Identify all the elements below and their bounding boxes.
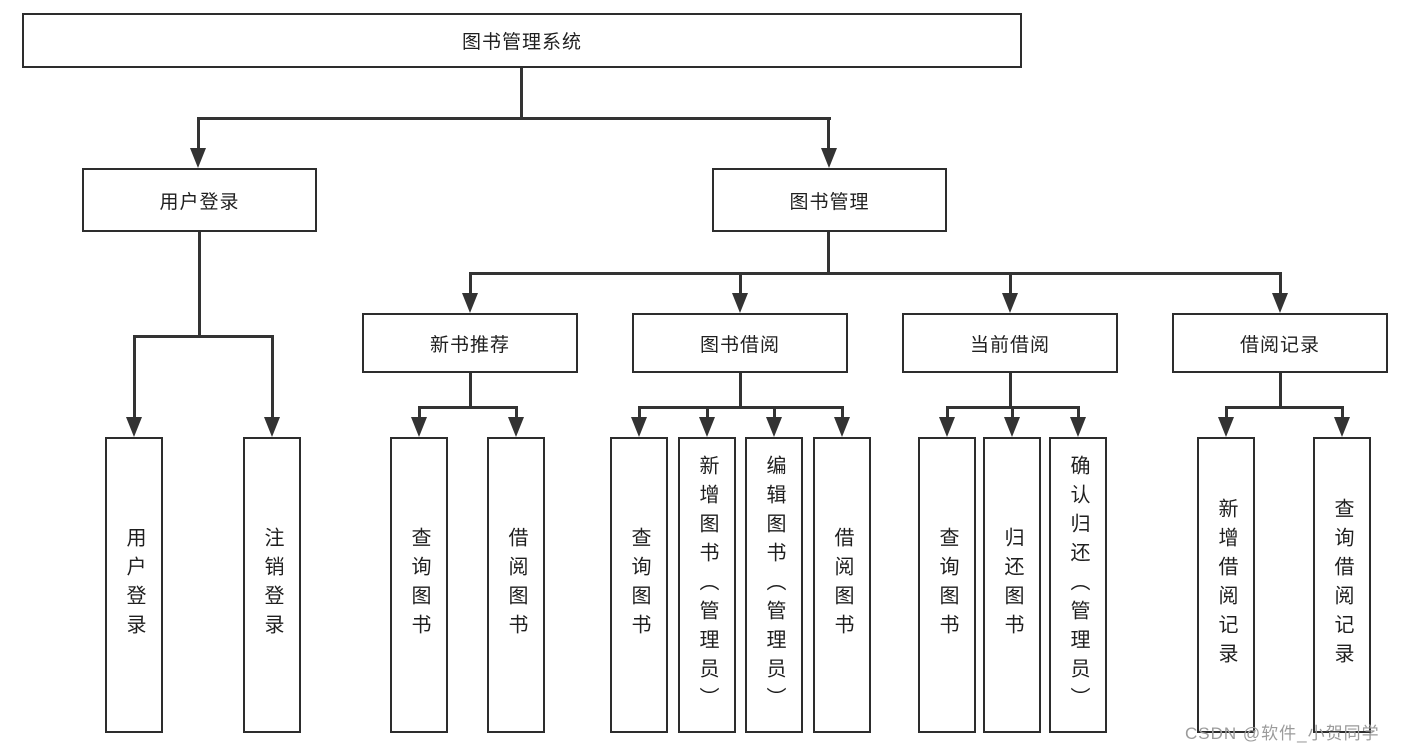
arrow-down-icon — [766, 417, 782, 437]
connector-drop — [1009, 272, 1012, 295]
leaf-return-books: 归还图书 — [983, 437, 1041, 733]
leaf-borrow-books-borrowing: 借阅图书 — [813, 437, 871, 733]
arrow-down-icon — [1218, 417, 1234, 437]
arrow-down-icon — [190, 148, 206, 168]
connector-drop — [638, 406, 641, 419]
leaf-query-books-borrowing: 查询图书 — [610, 437, 668, 733]
arrow-down-icon — [699, 417, 715, 437]
connector-drop — [1341, 406, 1344, 419]
arrow-down-icon — [411, 417, 427, 437]
connector-rail — [1225, 406, 1344, 409]
connector-rail — [418, 406, 518, 409]
connector-drop — [1077, 406, 1080, 419]
connector-rail — [638, 406, 844, 409]
connector-drop-user-login — [197, 117, 200, 150]
connector-drop — [469, 272, 472, 295]
connector-stem — [1279, 373, 1282, 409]
arrow-down-icon — [1004, 417, 1020, 437]
leaf-query-books-current: 查询图书 — [918, 437, 976, 733]
connector-drop-book-mgmt — [827, 117, 830, 150]
connector-drop — [271, 335, 274, 419]
arrow-down-icon — [126, 417, 142, 437]
leaf-edit-books-admin: 编辑图书（管理员） — [745, 437, 803, 733]
node-new-book-recommend: 新书推荐 — [362, 313, 578, 373]
connector-drop — [739, 272, 742, 295]
connector-root-stem — [520, 68, 523, 120]
connector-drop — [706, 406, 709, 419]
arrow-down-icon — [1334, 417, 1350, 437]
connector-drop — [1225, 406, 1228, 419]
arrow-down-icon — [732, 293, 748, 313]
node-current-borrowing: 当前借阅 — [902, 313, 1118, 373]
leaf-add-borrow-record: 新增借阅记录 — [1197, 437, 1255, 733]
arrow-down-icon — [631, 417, 647, 437]
connector-drop — [418, 406, 421, 419]
node-user-login: 用户登录 — [82, 168, 317, 232]
connector-book-mgmt-stem — [827, 232, 830, 275]
connector-level2-rail — [469, 272, 1282, 275]
node-root-book-management-system: 图书管理系统 — [22, 13, 1022, 68]
connector-drop — [1011, 406, 1014, 419]
watermark-text: CSDN @软件_小贺同学 — [1185, 724, 1380, 743]
connector-user-login-rail — [133, 335, 274, 338]
leaf-query-books-recommend: 查询图书 — [390, 437, 448, 733]
node-borrowing-records: 借阅记录 — [1172, 313, 1388, 373]
leaf-borrow-books-recommend: 借阅图书 — [487, 437, 545, 733]
connector-drop — [515, 406, 518, 419]
connector-stem — [1009, 373, 1012, 409]
leaf-add-books-admin: 新增图书（管理员） — [678, 437, 736, 733]
connector-drop — [773, 406, 776, 419]
connector-drop — [946, 406, 949, 419]
arrow-down-icon — [508, 417, 524, 437]
connector-user-login-stem — [198, 232, 201, 338]
arrow-down-icon — [1002, 293, 1018, 313]
arrow-down-icon — [821, 148, 837, 168]
arrow-down-icon — [462, 293, 478, 313]
leaf-confirm-return-admin: 确认归还（管理员） — [1049, 437, 1107, 733]
arrow-down-icon — [1070, 417, 1086, 437]
leaf-logout: 注销登录 — [243, 437, 301, 733]
node-book-management: 图书管理 — [712, 168, 947, 232]
leaf-query-borrow-record: 查询借阅记录 — [1313, 437, 1371, 733]
arrow-down-icon — [939, 417, 955, 437]
arrow-down-icon — [834, 417, 850, 437]
leaf-user-login: 用户登录 — [105, 437, 163, 733]
connector-drop — [841, 406, 844, 419]
connector-stem — [739, 373, 742, 409]
arrow-down-icon — [264, 417, 280, 437]
connector-drop — [133, 335, 136, 419]
connector-stem — [469, 373, 472, 409]
node-book-borrowing: 图书借阅 — [632, 313, 848, 373]
arrow-down-icon — [1272, 293, 1288, 313]
connector-drop — [1279, 272, 1282, 295]
connector-level1-rail — [197, 117, 831, 120]
